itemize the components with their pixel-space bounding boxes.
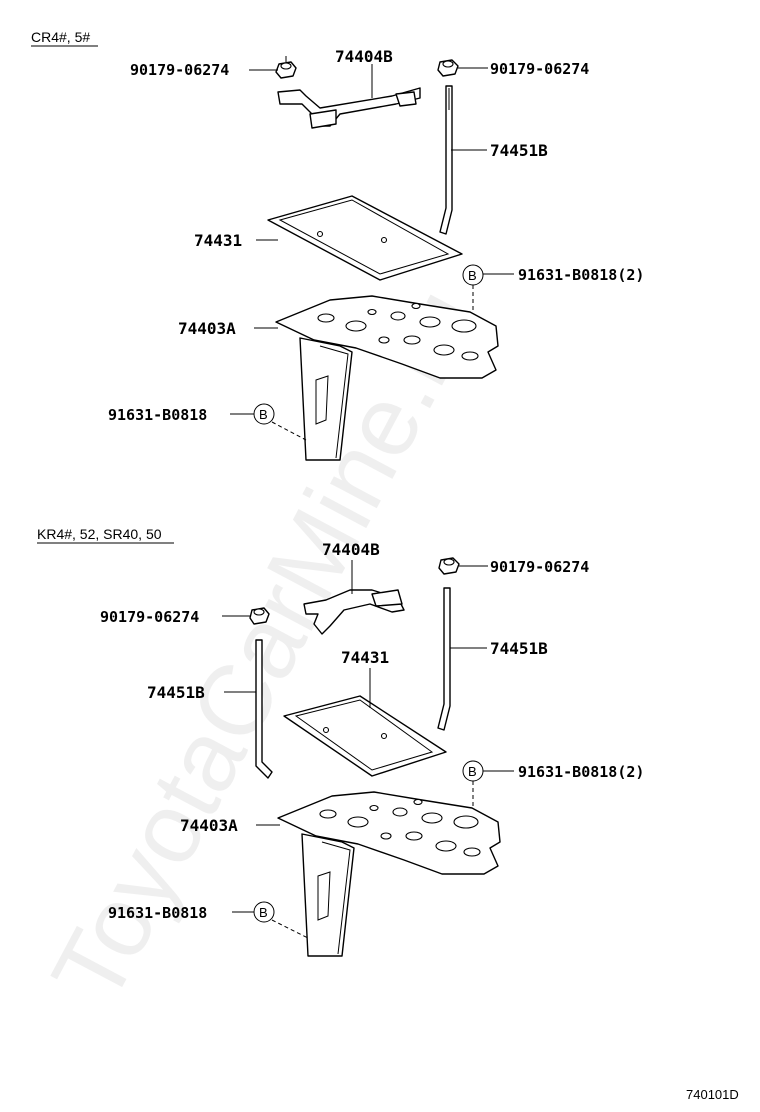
rod-right-label: 74451B — [490, 639, 548, 658]
nut-left-drawing — [249, 607, 270, 625]
nut-right-drawing — [438, 557, 460, 575]
clamp-label: 74404B — [322, 540, 380, 559]
rod-right-drawing — [437, 587, 451, 731]
pad-label: 74431 — [341, 648, 389, 667]
carrier-label: 74403A — [178, 319, 236, 338]
pad-drawing — [283, 695, 447, 777]
rod-right-drawing — [439, 85, 453, 235]
pad-drawing — [267, 195, 463, 281]
nut-left-label: 90179-06274 — [100, 608, 199, 626]
section-kr4-52-sr40-50: KR4#, 52, SR40, 50 74404B 90179-06274 90… — [37, 526, 644, 957]
nut-left-drawing — [275, 56, 297, 79]
clamp-label: 74404B — [335, 47, 393, 66]
bolt-left-dashed — [271, 421, 307, 441]
carrier-drawing — [275, 295, 499, 461]
callout-right-label: B — [468, 764, 477, 779]
bolt-right-label: 91631-B0818(2) — [518, 266, 644, 284]
rod-left-label: 74451B — [147, 683, 205, 702]
bolt-left-label: 91631-B0818 — [108, 904, 207, 922]
section-header: CR4#, 5# — [31, 29, 90, 45]
rod-right-label: 74451B — [490, 141, 548, 160]
rod-left-drawing — [255, 639, 273, 779]
clamp-drawing — [303, 589, 405, 635]
pad-label: 74431 — [194, 231, 242, 250]
nut-left-label: 90179-06274 — [130, 61, 229, 79]
bolt-left-label: 91631-B0818 — [108, 406, 207, 424]
section-cr4-5: CR4#, 5# 90179-06274 74404B 90179-06274 — [31, 29, 644, 461]
section-header: KR4#, 52, SR40, 50 — [37, 526, 162, 542]
callout-right-label: B — [468, 268, 477, 283]
callout-left-label: B — [259, 407, 268, 422]
nut-right-drawing — [437, 59, 459, 77]
callout-left-label: B — [259, 905, 268, 920]
figure-reference: 740101D — [686, 1087, 739, 1102]
nut-right-label: 90179-06274 — [490, 558, 589, 576]
carrier-drawing — [277, 791, 501, 957]
carrier-label: 74403A — [180, 816, 238, 835]
clamp-drawing — [277, 87, 421, 129]
bolt-right-label: 91631-B0818(2) — [518, 763, 644, 781]
bolt-left-dashed — [271, 919, 309, 939]
nut-right-label: 90179-06274 — [490, 60, 589, 78]
